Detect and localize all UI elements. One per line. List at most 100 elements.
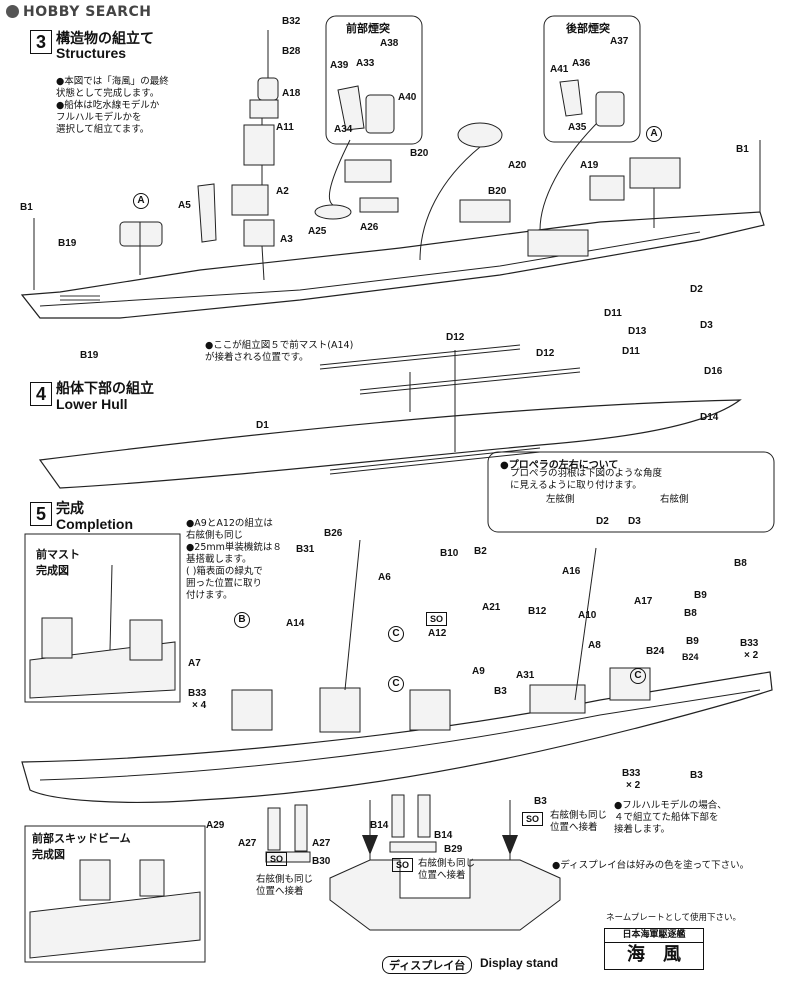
step4-number: 4 <box>30 382 52 406</box>
label-B33-b: B33 <box>740 638 759 649</box>
label-A14: A14 <box>286 618 305 629</box>
label-D2-prop: D2 <box>596 516 609 527</box>
skid-beam-inset <box>24 825 206 963</box>
label-A36: A36 <box>572 58 591 69</box>
marker-C-1: C <box>388 626 404 642</box>
label-B30: B30 <box>312 856 331 867</box>
label-B19-bottom: B19 <box>80 350 99 361</box>
label-A39: A39 <box>330 60 349 71</box>
label-A38: A38 <box>380 38 399 49</box>
front-mast-title: 前マスト 完成図 <box>36 548 80 577</box>
label-A33: A33 <box>356 58 375 69</box>
step3-title-jp: 構造物の組立て <box>56 31 154 47</box>
label-B3-b: B3 <box>690 770 703 781</box>
label-A37: A37 <box>610 36 629 47</box>
label-x2-a: × 2 <box>744 650 759 661</box>
display-stand <box>329 800 561 931</box>
nameplate-note: ネームプレートとして使用下さい。 <box>606 913 741 923</box>
b3-starboard-note: 右舷側も同じ 位置へ接着 <box>550 810 608 833</box>
marker-C-2: C <box>388 676 404 692</box>
label-D12-b: D12 <box>536 348 555 359</box>
b29-starboard-note: 右舷側も同じ 位置へ接着 <box>418 858 476 881</box>
b30-starboard-note: 右舷側も同じ 位置へ接着 <box>256 874 314 897</box>
label-B20-a: B20 <box>410 148 429 159</box>
so-badge-a12: SO <box>426 612 448 626</box>
label-A11: A11 <box>276 122 294 133</box>
label-A2: A2 <box>276 186 289 197</box>
label-B26: B26 <box>324 528 343 539</box>
display-stand-label-jp: ディスプレイ台 <box>382 956 473 974</box>
label-A40: A40 <box>398 92 417 103</box>
propeller-note-box <box>487 451 775 533</box>
label-B14-b: B14 <box>434 830 453 841</box>
label-A16: A16 <box>562 566 581 577</box>
step4-title-en: Lower Hull <box>56 396 128 412</box>
inset-drawings <box>29 564 201 959</box>
step3-parts <box>119 77 681 257</box>
label-D12-a: D12 <box>446 332 465 343</box>
label-A25: A25 <box>308 226 327 237</box>
label-A6: A6 <box>378 572 391 583</box>
label-B3-a: B3 <box>494 686 507 697</box>
propeller-note-title: ●プロペラの左右について <box>500 460 619 471</box>
label-B33-c: B33 <box>622 768 641 779</box>
logo-icon <box>6 5 19 18</box>
marker-C-3: C <box>630 668 646 684</box>
label-D14: D14 <box>700 412 719 423</box>
label-x4: × 4 <box>192 700 207 711</box>
label-B8-a: B8 <box>734 558 747 569</box>
label-A34: A34 <box>334 124 353 135</box>
rear-funnel-title: 後部煙突 <box>566 22 610 35</box>
skid-beam-parts <box>265 794 437 863</box>
label-B32: B32 <box>282 16 301 27</box>
so-badge-b29: SO <box>392 858 414 872</box>
label-B1-left: B1 <box>20 202 33 213</box>
label-B2: B2 <box>474 546 487 557</box>
watermark-text: HOBBY SEARCH <box>23 4 152 20</box>
label-B8-b: B8 <box>684 608 697 619</box>
step4-lower-hull <box>38 344 742 489</box>
label-B9-b: B9 <box>686 636 699 647</box>
label-A20: A20 <box>508 160 527 171</box>
funnel-parts <box>337 79 625 134</box>
label-A17: A17 <box>634 596 653 607</box>
display-stand-label-en: Display stand <box>480 956 559 970</box>
label-A8: A8 <box>588 640 601 651</box>
label-D3-prop: D3 <box>628 516 641 527</box>
label-B12: B12 <box>528 606 547 617</box>
label-A27-a: A27 <box>238 838 257 849</box>
label-A29: A29 <box>206 820 225 831</box>
label-A3: A3 <box>280 234 293 245</box>
step3-title-en: Structures <box>56 45 127 61</box>
port-side-label: 左舷側 <box>546 494 575 505</box>
starboard-side-label: 右舷側 <box>660 494 689 505</box>
label-D1: D1 <box>256 420 269 431</box>
label-B9-a: B9 <box>694 590 707 601</box>
label-B24-a: B24 <box>646 646 665 657</box>
stand-paint-note: ●ディスプレイ台は好みの色を塗って下さい。 <box>552 860 750 871</box>
label-A5: A5 <box>178 200 191 211</box>
label-D2: D2 <box>690 284 703 295</box>
label-A18: A18 <box>282 88 301 99</box>
step3-number: 3 <box>30 30 52 54</box>
label-B1-right: B1 <box>736 144 749 155</box>
label-A26: A26 <box>360 222 379 233</box>
step5-number: 5 <box>30 502 52 526</box>
nameplate-line1: 日本海軍駆逐艦 <box>605 929 703 943</box>
mast-position-note: ●ここが組立図５で前マスト(A14) が接着される位置です。 <box>205 340 354 363</box>
label-x2-b: × 2 <box>626 780 641 791</box>
label-B10: B10 <box>440 548 459 559</box>
label-A19: A19 <box>580 160 599 171</box>
label-B31: B31 <box>296 544 315 555</box>
rear-funnel-box <box>543 15 641 143</box>
front-mast-inset <box>24 533 181 703</box>
label-D11-b: D11 <box>622 346 640 357</box>
label-A21: A21 <box>482 602 501 613</box>
label-D11-a: D11 <box>604 308 622 319</box>
label-B33-a: B33 <box>188 688 207 699</box>
fullhull-note: ●フルハルモデルの場合、 ４で組立てた船体下部を 接着します。 <box>614 800 727 835</box>
label-D13: D13 <box>628 326 647 337</box>
nameplate: 日本海軍駆逐艦 海 風 <box>604 928 704 970</box>
label-B19-top: B19 <box>58 238 77 249</box>
marker-A-left: A <box>133 193 149 209</box>
